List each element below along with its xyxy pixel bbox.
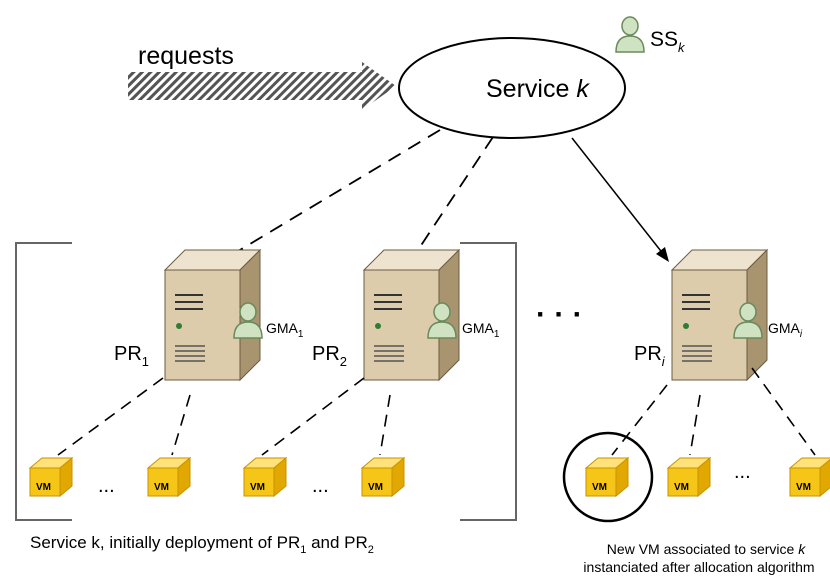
pri-label: PRi	[634, 343, 666, 369]
service-label: Service k	[486, 75, 590, 103]
supervisor-user-icon	[615, 16, 645, 53]
gma-pri-label: GMAi	[768, 320, 803, 340]
new-vm-highlight	[562, 431, 654, 523]
link-service-pr1	[219, 129, 441, 263]
link-pri-vm6	[689, 394, 701, 456]
bracket-right	[460, 242, 517, 521]
vm-label: VM	[368, 482, 383, 493]
servers-ellipsis: · · ·	[536, 298, 583, 331]
arrowhead-pri	[656, 247, 669, 262]
link-pri-vm7	[751, 367, 816, 456]
pr2-label: PR2	[312, 343, 347, 369]
vm-ellipsis: ...	[98, 475, 115, 497]
link-pr2-vm3	[261, 377, 365, 456]
caption-left: Service k, initially deployment of PR1 a…	[30, 533, 374, 556]
caption-right-line1: New VM associated to service k	[607, 541, 806, 557]
link-service-pri	[571, 137, 665, 256]
service-node	[398, 37, 626, 139]
supervisor-label: SSk	[650, 28, 686, 55]
requests-label: requests	[138, 42, 234, 70]
link-pr1-vm2	[171, 394, 191, 456]
link-service-pr2	[409, 136, 494, 263]
vm-label: VM	[154, 482, 169, 493]
link-pr2-vm4	[379, 394, 391, 456]
vm-label: VM	[796, 482, 811, 493]
gma-pr1-label: GMA1	[266, 320, 304, 340]
requests-arrow	[128, 62, 396, 110]
vm-ellipsis: ...	[312, 475, 329, 497]
pr1-label: PR1	[114, 343, 149, 369]
gma-pr2-label: GMA1	[462, 320, 500, 340]
link-pr1-vm1	[57, 377, 164, 456]
link-pri-vm5	[611, 384, 668, 456]
vm-ellipsis: ...	[734, 461, 751, 483]
caption-right-line2: instanciated after allocation algorithm	[583, 559, 814, 575]
vm-label: VM	[592, 482, 607, 493]
vm-label: VM	[250, 482, 265, 493]
vm-label: VM	[674, 482, 689, 493]
vm-label: VM	[36, 482, 51, 493]
bracket-left	[15, 242, 72, 521]
